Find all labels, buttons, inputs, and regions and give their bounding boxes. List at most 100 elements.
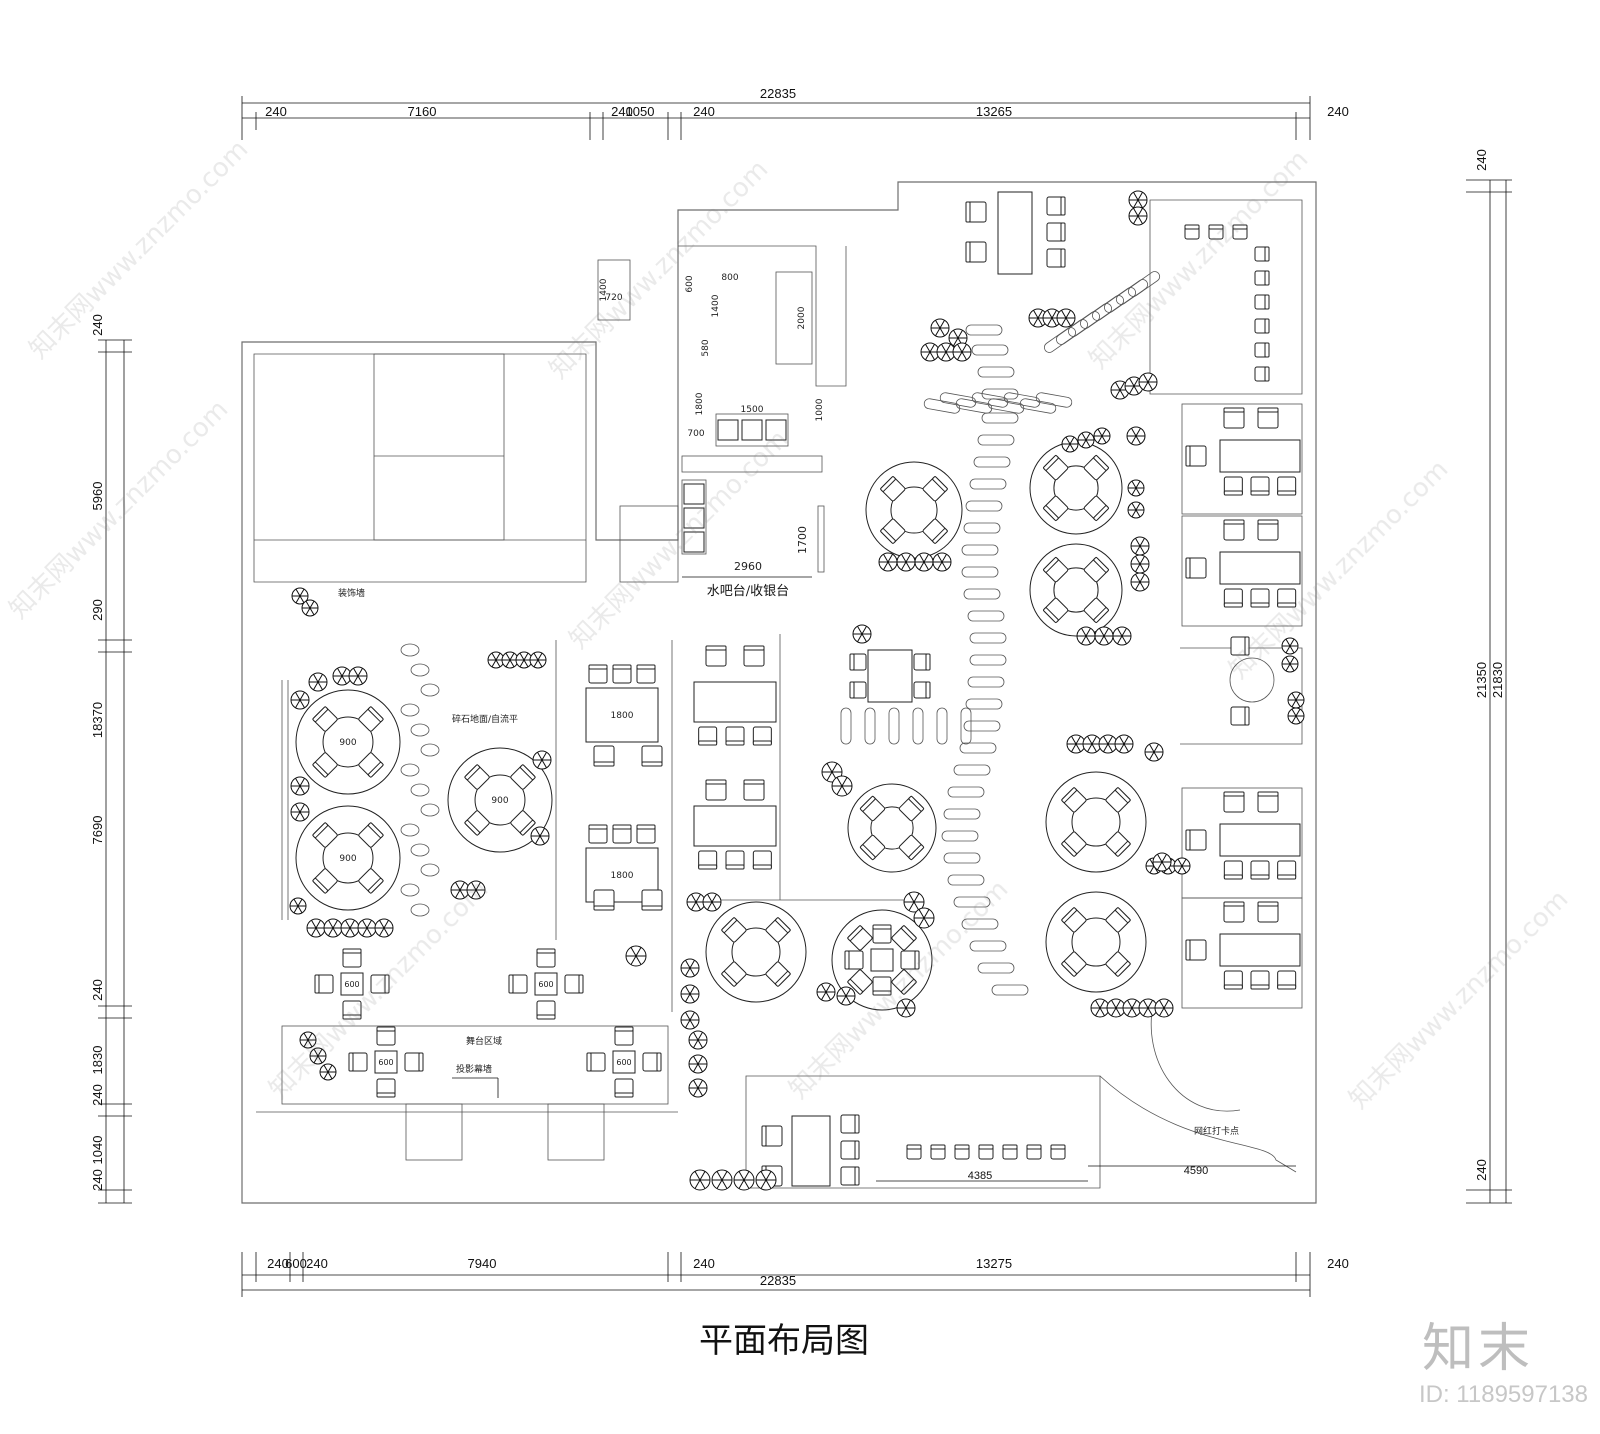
stepping-stone <box>943 808 981 820</box>
plant-icon <box>936 342 956 362</box>
sink <box>765 419 787 441</box>
booth <box>1181 515 1303 627</box>
left-dim-6: 1830 <box>90 1046 105 1075</box>
plant-icon <box>1061 435 1079 453</box>
chair <box>900 950 920 970</box>
plant-icon <box>466 880 486 900</box>
round-side-table <box>1229 657 1275 703</box>
chair <box>614 1026 634 1046</box>
table-size-label: 1800 <box>611 711 634 721</box>
plant-icon <box>1128 206 1148 226</box>
plant-icon <box>530 826 550 846</box>
plant-icon <box>896 552 916 572</box>
decor-wall-label: 装饰墙 <box>338 587 365 599</box>
plant-icon <box>688 1054 708 1074</box>
stepping-stone <box>977 366 1015 378</box>
plant-icon <box>913 907 935 929</box>
chair <box>698 726 718 746</box>
chair <box>358 752 384 778</box>
chair <box>612 824 632 844</box>
chair <box>1223 791 1245 813</box>
stepping-stone <box>967 676 1005 688</box>
stairs <box>373 353 505 541</box>
right-dimensions: 240 21350 21830 240 <box>1466 149 1512 1204</box>
chair <box>898 834 925 861</box>
plant-icon <box>1138 998 1158 1018</box>
plant-icon <box>1106 998 1126 1018</box>
round-table-top <box>1053 465 1099 511</box>
plant-icon <box>625 945 647 967</box>
plant-icon <box>529 651 547 669</box>
chair <box>1254 366 1270 382</box>
chair <box>1277 860 1297 880</box>
bottom-dim-6: 13275 <box>976 1256 1012 1271</box>
rect-table <box>1219 933 1301 967</box>
stepping-stone <box>939 392 977 408</box>
rect-table <box>585 687 659 743</box>
chair <box>614 1078 634 1098</box>
plant-icon <box>289 897 307 915</box>
building-walls <box>241 181 1317 1204</box>
chair <box>761 1125 783 1147</box>
gravel-stone <box>410 663 430 677</box>
plan-title: 平面布局图 <box>699 1321 869 1361</box>
plant-icon <box>1056 308 1076 328</box>
bottom-dim-5: 240 <box>693 1256 715 1271</box>
table-size-label: 900 <box>491 796 508 806</box>
dim-720: 720 <box>605 293 622 303</box>
chair <box>898 795 925 822</box>
bar-counter-label: 水吧台/收银台 <box>707 584 789 599</box>
chair <box>1002 1144 1018 1160</box>
stepping-stone <box>955 398 993 414</box>
gravel-stone <box>420 743 440 757</box>
chair <box>1046 222 1066 242</box>
diagonal-watermark: 知末网www.znzmo.com <box>4 394 235 625</box>
stepping-stone <box>1079 303 1113 329</box>
plant-icon <box>1077 431 1095 449</box>
right-outer-dim: 21830 <box>1490 662 1505 698</box>
stepping-stone <box>987 398 1025 414</box>
gravel-stone <box>410 843 430 857</box>
dim-700: 700 <box>687 429 704 439</box>
gravel-stone <box>410 783 430 797</box>
stepping-stone <box>981 412 1019 424</box>
plant-icon <box>309 1047 327 1065</box>
chair <box>1223 588 1243 608</box>
plant-icon <box>948 328 968 348</box>
top-dim-4: 1050 <box>626 104 655 119</box>
chair <box>849 653 867 671</box>
chair <box>1046 196 1066 216</box>
plant-icon <box>755 1169 777 1191</box>
chair <box>765 917 791 943</box>
plant-icon <box>291 587 309 605</box>
chair <box>906 1144 922 1160</box>
chair <box>922 518 948 544</box>
chair <box>1105 831 1131 857</box>
chair <box>1257 519 1279 541</box>
plant-icon <box>1114 734 1134 754</box>
chair <box>743 779 765 801</box>
plant-icon <box>1130 536 1150 556</box>
chair <box>1223 476 1243 496</box>
watermark: 知末 ID: 1189597138 <box>1419 1319 1588 1408</box>
plant-icon <box>1126 426 1146 446</box>
top-dim-1: 240 <box>265 104 287 119</box>
left-dimensions: 18370 240 5960 290 7690 240 1830 240 104… <box>90 314 132 1204</box>
chair <box>1105 907 1131 933</box>
chair <box>636 664 656 684</box>
gravel-stone <box>410 723 430 737</box>
right-bottom-dim: 240 <box>1474 1159 1489 1181</box>
stepping-stones <box>400 271 1161 996</box>
chair <box>849 681 867 699</box>
plant-icon <box>1112 626 1132 646</box>
plant-icon <box>952 342 972 362</box>
top-dim-7: 240 <box>1327 104 1349 119</box>
stepping-stone <box>963 720 1001 732</box>
dim-600: 600 <box>685 275 695 292</box>
plant-icon <box>290 690 310 710</box>
table-size-label: 600 <box>616 1058 631 1067</box>
chair <box>641 889 663 911</box>
gravel-stone <box>420 683 440 697</box>
square-table <box>534 972 558 996</box>
chair <box>1105 951 1131 977</box>
